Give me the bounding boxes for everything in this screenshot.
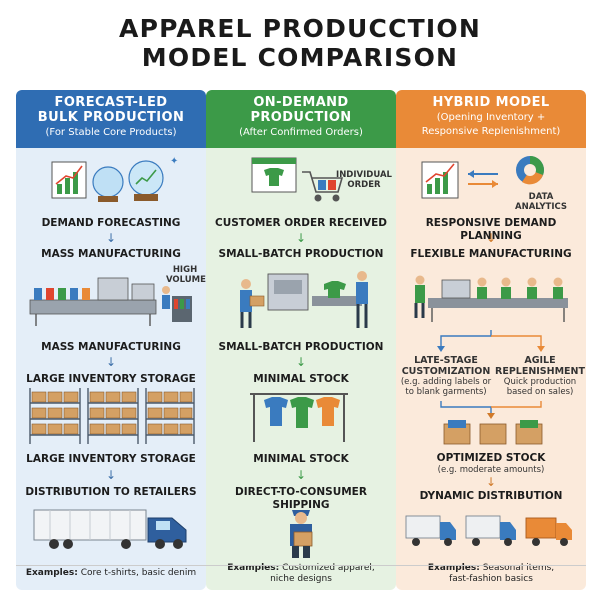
forecast-step-mass-manufacturing-2: MASS MANUFACTURING <box>41 341 181 353</box>
delivery-person-icon <box>290 510 313 558</box>
hybrid-optimized-stock: OPTIMIZED STOCK <box>436 452 546 464</box>
small-batch-workshop-icon <box>240 271 368 328</box>
down-arrow-icon: ↓ <box>105 231 117 245</box>
hybrid-heading: HYBRID MODEL <box>432 95 550 110</box>
down-arrow-icon: ↓ <box>105 468 117 482</box>
ondemand-step-small-batch-2: SMALL-BATCH PRODUCTION <box>218 341 384 353</box>
hybrid-header: HYBRID MODEL (Opening Inventory + Respon… <box>396 90 586 148</box>
ondemand-examples: Examples: Customized apparel, niche desi… <box>227 563 375 584</box>
delivery-trucks-icon <box>405 515 572 546</box>
footer-divider <box>16 565 586 566</box>
forecast-crystal-ball-icon: ✦ <box>51 156 178 202</box>
hybrid-optimized-desc: (e.g. moderate amounts) <box>437 465 545 475</box>
agile-replenishment: AGILE REPLENISHMENT Quick production bas… <box>495 355 585 397</box>
hybrid-subheading-1: (Opening Inventory + <box>436 112 546 123</box>
forecast-step-distribution: DISTRIBUTION TO RETAILERS <box>25 486 197 498</box>
hybrid-step-flexible-manufacturing: FLEXIBLE MANUFACTURING <box>410 248 572 260</box>
ondemand-heading-2: PRODUCTION <box>250 110 352 125</box>
forecast-heading-2: BULK PRODUCTION <box>37 110 185 125</box>
title-line-1: APPAREL PRODUCCTION <box>119 14 481 43</box>
down-arrow-icon: ↓ <box>105 355 117 369</box>
ondemand-step-small-batch-1: SMALL-BATCH PRODUCTION <box>218 248 384 260</box>
hybrid-dynamic-distribution: DYNAMIC DISTRIBUTION <box>419 490 563 502</box>
down-arrow-icon: ↓ <box>485 475 497 489</box>
ondemand-step-minimal-stock-1: MINIMAL STOCK <box>253 373 349 385</box>
flexible-manufacturing-icon <box>414 275 568 322</box>
forecast-step-demand-forecasting: DEMAND FORECASTING <box>41 217 181 229</box>
factory-line-icon <box>29 277 192 326</box>
optimized-stock-boxes-icon <box>443 420 543 445</box>
branch-arrows-icon <box>437 330 545 352</box>
online-order-cart-icon <box>251 157 344 202</box>
ondemand-column: ON-DEMAND PRODUCTION (After Confirmed Or… <box>206 90 396 590</box>
converge-arrows-icon <box>440 401 542 419</box>
forecast-column: FORECAST-LED BULK PRODUCTION (For Stable… <box>16 90 206 590</box>
svg-text:✦: ✦ <box>170 156 178 167</box>
forecast-subheading: (For Stable Core Products) <box>45 127 177 138</box>
ondemand-step-minimal-stock-2: MINIMAL STOCK <box>253 453 349 465</box>
forecast-heading-1: FORECAST-LED <box>54 95 168 110</box>
ondemand-subheading: (After Confirmed Orders) <box>239 127 363 138</box>
forecast-step-mass-manufacturing-1: MASS MANUFACTURING <box>41 248 181 260</box>
forecast-header: FORECAST-LED BULK PRODUCTION (For Stable… <box>16 90 206 148</box>
forecast-step-large-inventory-1: LARGE INVENTORY STORAGE <box>26 373 196 385</box>
high-volume-label: HIGH VOLUME <box>166 265 206 285</box>
hybrid-subheading-2: Responsive Replenishment) <box>421 126 561 137</box>
warehouse-shelves-icon <box>29 388 195 444</box>
title-line-2: MODEL COMPARISON <box>141 43 459 72</box>
down-arrow-icon: ↓ <box>295 231 307 245</box>
down-arrow-icon: ↓ <box>295 355 307 369</box>
down-arrow-icon: ↓ <box>295 468 307 482</box>
down-arrow-icon: ↓ <box>485 231 497 245</box>
data-analytics-icon <box>421 156 544 199</box>
page-title: APPAREL PRODUCCTION MODEL COMPARISON <box>0 14 600 72</box>
clothes-rack-icon <box>250 393 348 442</box>
ondemand-step-direct-shipping: DIRECT-TO-CONSUMER SHIPPING <box>235 486 367 511</box>
hybrid-step-demand-planning: RESPONSIVE DEMAND PLANNING <box>425 217 557 242</box>
individual-order-label: INDIVIDUAL ORDER <box>336 170 392 190</box>
ondemand-step-order-received: CUSTOMER ORDER RECEIVED <box>215 217 387 229</box>
ondemand-heading-1: ON-DEMAND <box>253 95 349 110</box>
semi-truck-icon <box>33 509 187 549</box>
forecast-step-large-inventory-2: LARGE INVENTORY STORAGE <box>26 453 196 465</box>
hybrid-examples: Examples: Seasonal items, fast-fashion b… <box>427 563 555 584</box>
hybrid-column: HYBRID MODEL (Opening Inventory + Respon… <box>396 90 586 590</box>
data-analytics-label: DATA ANALYTICS <box>515 192 567 212</box>
late-stage-customization: LATE-STAGE CUSTOMIZATION (e.g. adding la… <box>400 355 492 397</box>
forecast-examples: Examples: Core t-shirts, basic denim <box>25 568 197 578</box>
ondemand-header: ON-DEMAND PRODUCTION (After Confirmed Or… <box>206 90 396 148</box>
